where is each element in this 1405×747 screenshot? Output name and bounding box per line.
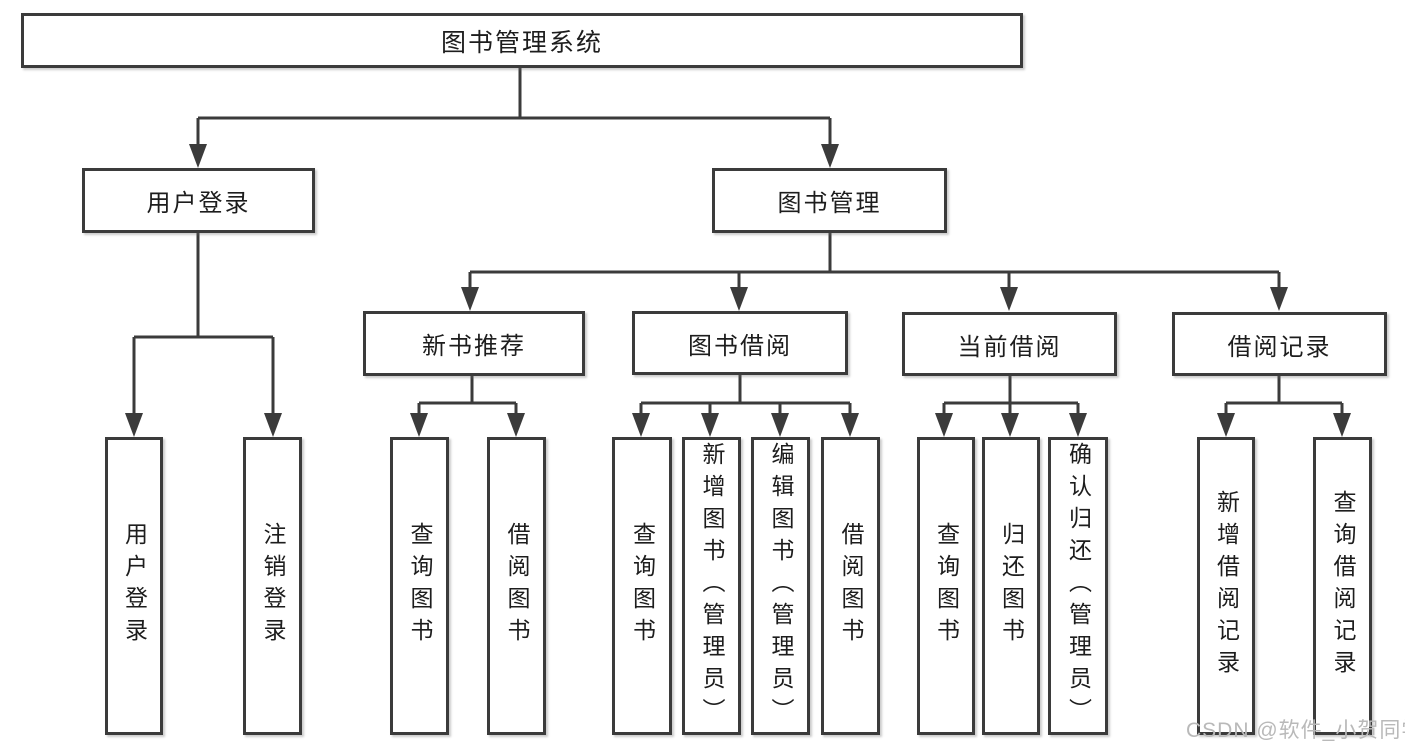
leaf-br-query-record: 查询借阅记录	[1313, 437, 1372, 735]
node-user-login-label: 用户登录	[146, 190, 251, 217]
leaf-logout: 注销登录	[243, 437, 302, 735]
leaf-rec-query-book: 查询图书	[390, 437, 449, 735]
node-borrow-records: 借阅记录	[1172, 312, 1387, 376]
leaf-user-login: 用户登录	[105, 437, 163, 735]
leaf-bb-borrow-book: 借阅图书	[821, 437, 880, 735]
leaf-logout-label: 注销登录	[260, 522, 286, 650]
leaf-cb-return-book-label: 归还图书	[998, 522, 1025, 650]
leaf-bb-edit-book: 编辑图书（管理员）	[751, 437, 810, 735]
connector-lines	[132, 66, 1344, 416]
node-current-borrow: 当前借阅	[902, 312, 1117, 376]
watermark: CSDN @软件_小贺同学	[1186, 719, 1405, 742]
connector-arrowheads	[125, 144, 1351, 437]
node-user-login: 用户登录	[82, 168, 315, 233]
leaf-bb-query-book-label: 查询图书	[629, 522, 656, 650]
node-root-label: 图书管理系统	[440, 28, 603, 57]
leaf-user-login-label: 用户登录	[121, 522, 148, 650]
leaf-cb-confirm-return: 确认归还（管理员）	[1048, 437, 1108, 735]
leaf-br-query-record-label: 查询借阅记录	[1330, 490, 1356, 682]
node-book-management: 图书管理	[712, 168, 947, 233]
node-current-borrow-label: 当前借阅	[957, 333, 1062, 361]
leaf-br-add-record-label: 新增借阅记录	[1213, 490, 1240, 682]
leaf-cb-query-book: 查询图书	[917, 437, 975, 735]
leaf-rec-borrow-book: 借阅图书	[487, 437, 546, 735]
leaf-cb-query-book-label: 查询图书	[933, 522, 960, 650]
node-book-borrow: 图书借阅	[632, 311, 848, 375]
node-borrow-records-label: 借阅记录	[1227, 333, 1332, 361]
node-book-management-label: 图书管理	[777, 190, 882, 217]
leaf-br-add-record: 新增借阅记录	[1197, 437, 1255, 735]
node-root: 图书管理系统	[21, 13, 1023, 68]
leaf-rec-borrow-book-label: 借阅图书	[504, 522, 530, 650]
leaf-bb-query-book: 查询图书	[612, 437, 672, 735]
leaf-bb-edit-book-label: 编辑图书（管理员）	[768, 442, 794, 730]
leaf-rec-query-book-label: 查询图书	[407, 522, 433, 650]
leaf-bb-add-book: 新增图书（管理员）	[682, 437, 741, 735]
node-new-book-recommend-label: 新书推荐	[422, 333, 526, 360]
node-new-book-recommend: 新书推荐	[363, 311, 585, 376]
leaf-bb-borrow-book-label: 借阅图书	[838, 522, 864, 650]
leaf-cb-return-book: 归还图书	[982, 437, 1040, 735]
node-book-borrow-label: 图书借阅	[688, 332, 792, 360]
leaf-cb-confirm-return-label: 确认归还（管理员）	[1065, 442, 1092, 730]
leaf-bb-add-book-label: 新增图书（管理员）	[699, 442, 725, 730]
